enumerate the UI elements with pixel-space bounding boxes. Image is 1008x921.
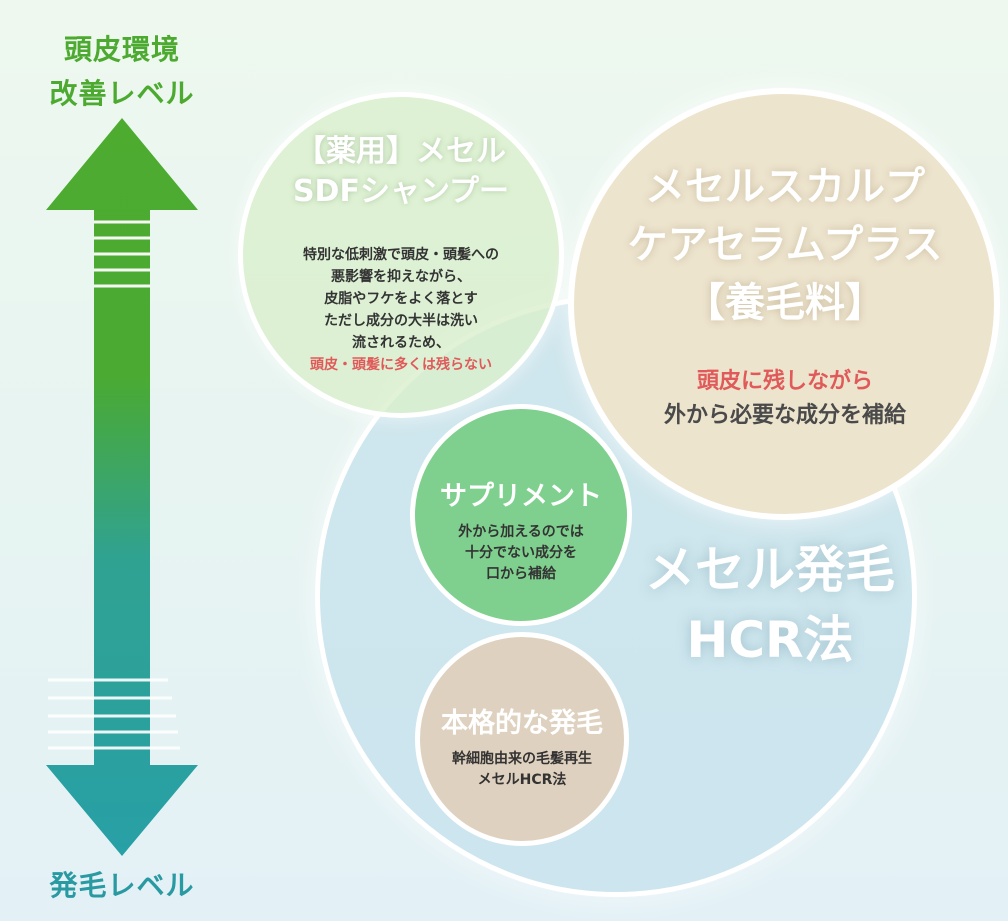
hcr-title: メセル発毛 HCR法	[600, 535, 940, 675]
supplement-description: 外から加えるのでは 十分でない成分を 口から補給	[412, 522, 630, 585]
scale-bottom-label: 発毛レベル	[49, 869, 195, 902]
hair-growth-description: 幹細胞由来の毛髪再生 メセルHCR法	[417, 749, 627, 791]
serum-description: 外から必要な成分を補給	[663, 403, 906, 428]
hair-growth-desc-line1: 幹細胞由来の毛髪再生	[452, 751, 592, 767]
shampoo-description: 特別な低刺激で頭皮・頭髪への 悪影響を抑えながら、 皮脂やフケをよく落とす ただ…	[250, 244, 552, 376]
shampoo-circle	[238, 92, 564, 418]
shampoo-desc-line3: 皮脂やフケをよく落とす	[324, 291, 478, 307]
serum-accent-text: 頭皮に残しながら	[696, 369, 873, 394]
shampoo-desc-line1: 特別な低刺激で頭皮・頭髪への	[303, 247, 499, 263]
shampoo-desc-line4: ただし成分の大半は洗い	[324, 313, 478, 329]
supplement-desc-line3: 口から補給	[486, 566, 556, 582]
shampoo-title-line1: 【薬用】メセル	[296, 134, 506, 169]
serum-title-line3: 【養毛料】	[685, 280, 885, 326]
hair-growth-circle	[415, 632, 629, 846]
serum-title-line2: ケアセラムプラス	[627, 222, 943, 268]
supplement-title: サプリメント	[440, 481, 602, 512]
shampoo-desc-line2: 悪影響を抑えながら、	[331, 269, 471, 285]
serum-title-line1: メセルスカルプ	[645, 164, 925, 210]
supplement-circle	[410, 404, 632, 626]
double-arrow-icon	[46, 118, 198, 856]
hcr-title-line1: メセル発毛	[645, 541, 895, 599]
hair-growth-desc-line2: メセルHCR法	[477, 772, 567, 788]
scale-top-label: 頭皮環境 改善レベル	[22, 28, 222, 116]
shampoo-title: 【薬用】メセル SDFシャンプー	[240, 132, 562, 212]
shampoo-desc-line5: 流されるため、	[352, 335, 450, 351]
shampoo-desc-accent: 頭皮・頭髪に多くは残らない	[310, 357, 492, 373]
shampoo-title-line2: SDFシャンプー	[292, 174, 510, 209]
hair-growth-title: 本格的な発毛	[441, 708, 603, 739]
hcr-title-line2: HCR法	[686, 611, 854, 669]
scale-top-label-line2: 改善レベル	[49, 77, 195, 110]
scale-top-label-line1: 頭皮環境	[63, 33, 180, 66]
serum-title: メセルスカルプ ケアセラムプラス 【養毛料】	[580, 158, 990, 332]
supplement-desc-line2: 十分でない成分を	[465, 545, 577, 561]
supplement-desc-line1: 外から加えるのでは	[458, 524, 584, 540]
serum-circle	[568, 88, 1000, 520]
